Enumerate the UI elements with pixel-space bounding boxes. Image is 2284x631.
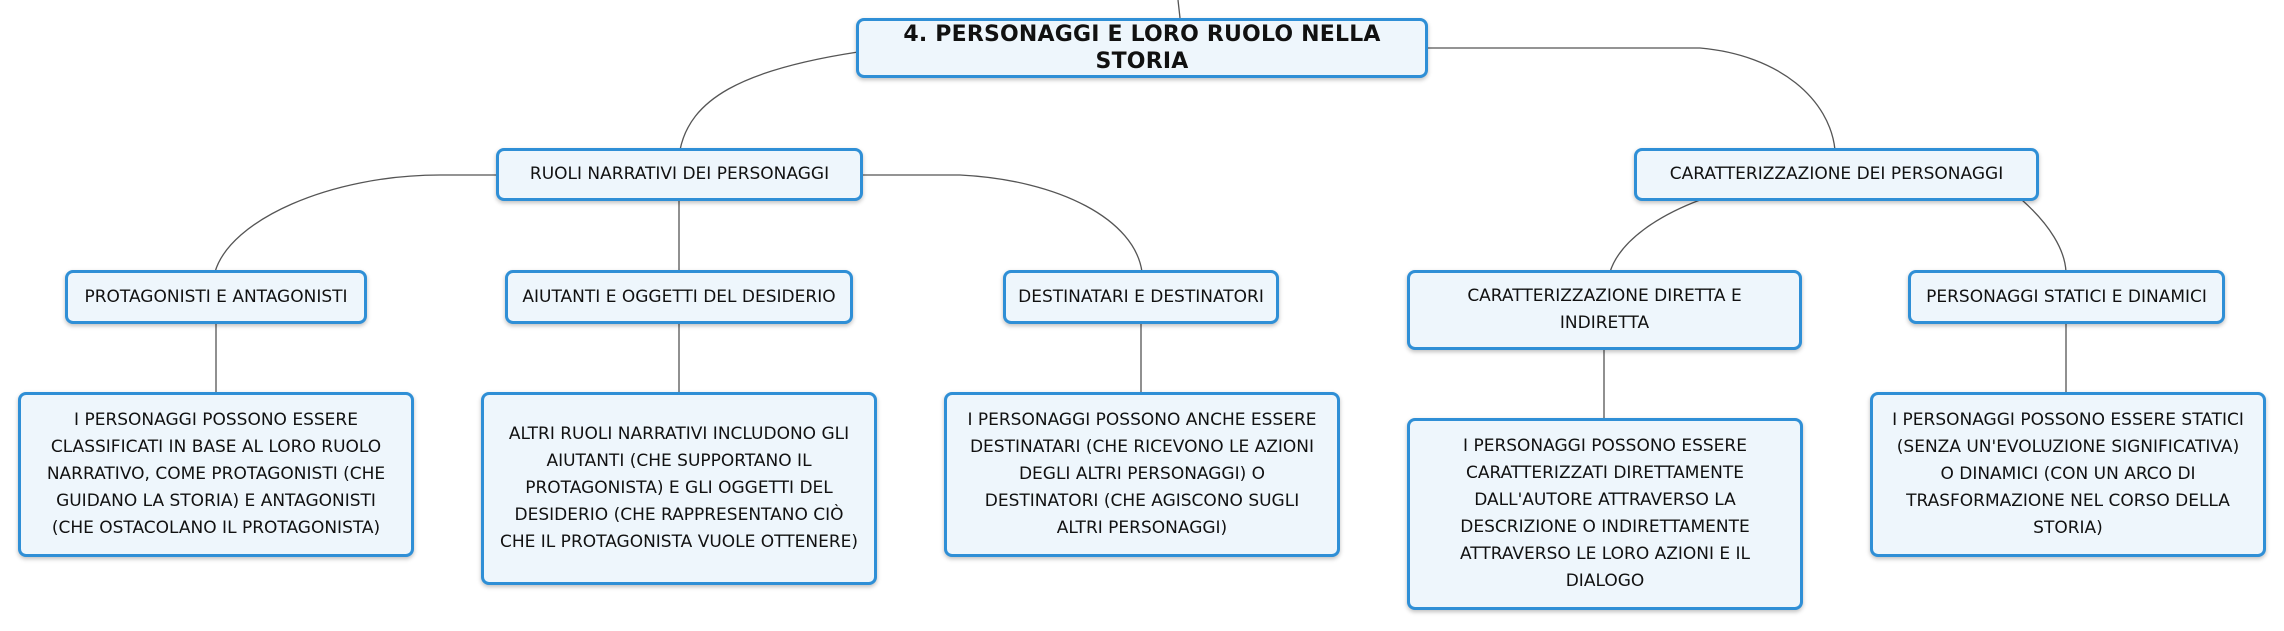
note-aiutanti[interactable]: ALTRI RUOLI NARRATIVI INCLUDONO GLI AIUT…: [481, 392, 877, 585]
topic-destinatari-destinatori[interactable]: DESTINATARI E DESTINATORI: [1003, 270, 1279, 324]
root-topic[interactable]: 4. PERSONAGGI E LORO RUOLO NELLA STORIA: [856, 18, 1428, 78]
topic-protagonisti-antagonisti-label: PROTAGONISTI E ANTAGONISTI: [84, 286, 348, 307]
topic-caratterizzazione-diretta[interactable]: CARATTERIZZAZIONE DIRETTA E INDIRETTA: [1407, 270, 1802, 350]
topic-caratterizzazione-diretta-label: CARATTERIZZAZIONE DIRETTA E INDIRETTA: [1467, 286, 1742, 333]
connector-carat-statici: [2021, 199, 2067, 273]
note-destinatari[interactable]: I PERSONAGGI POSSONO ANCHE ESSERE DESTIN…: [944, 392, 1340, 557]
note-protagonisti[interactable]: I PERSONAGGI POSSONO ESSERE CLASSIFICATI…: [18, 392, 414, 557]
connector-root-top: [1177, 0, 1181, 19]
topic-caratterizzazione[interactable]: CARATTERIZZAZIONE DEI PERSONAGGI: [1634, 148, 2039, 201]
topic-statici-dinamici-label: PERSONAGGI STATICI E DINAMICI: [1926, 286, 2207, 307]
note-protagonisti-text: I PERSONAGGI POSSONO ESSERE CLASSIFICATI…: [46, 410, 386, 538]
topic-destinatari-destinatori-label: DESTINATARI E DESTINATORI: [1018, 286, 1264, 307]
note-statici[interactable]: I PERSONAGGI POSSONO ESSERE STATICI (SEN…: [1870, 392, 2266, 557]
topic-aiutanti-oggetti-label: AIUTANTI E OGGETTI DEL DESIDERIO: [522, 286, 836, 307]
note-statici-text: I PERSONAGGI POSSONO ESSERE STATICI (SEN…: [1892, 410, 2244, 538]
connector-ruoli-protagonisti: [214, 174, 497, 273]
connector-carat-diretta: [1609, 199, 1701, 273]
connector-ruoli-destinatari: [862, 174, 1143, 273]
root-topic-label: 4. PERSONAGGI E LORO RUOLO NELLA STORIA: [903, 22, 1381, 74]
topic-ruoli-narrativi-label: RUOLI NARRATIVI DEI PERSONAGGI: [529, 164, 830, 184]
note-aiutanti-text: ALTRI RUOLI NARRATIVI INCLUDONO GLI AIUT…: [500, 424, 859, 552]
note-caratterizzazione[interactable]: I PERSONAGGI POSSONO ESSERE CARATTERIZZA…: [1407, 418, 1803, 610]
topic-protagonisti-antagonisti[interactable]: PROTAGONISTI E ANTAGONISTI: [65, 270, 367, 324]
note-destinatari-text: I PERSONAGGI POSSONO ANCHE ESSERE DESTIN…: [967, 410, 1317, 538]
topic-caratterizzazione-label: CARATTERIZZAZIONE DEI PERSONAGGI: [1669, 164, 2004, 184]
topic-aiutanti-oggetti[interactable]: AIUTANTI E OGGETTI DEL DESIDERIO: [505, 270, 853, 324]
connector-root-caratterizzazione: [1427, 47, 1836, 151]
note-caratterizzazione-text: I PERSONAGGI POSSONO ESSERE CARATTERIZZA…: [1459, 436, 1751, 591]
topic-ruoli-narrativi[interactable]: RUOLI NARRATIVI DEI PERSONAGGI: [496, 148, 863, 201]
connector-root-ruoli: [679, 51, 859, 151]
topic-statici-dinamici[interactable]: PERSONAGGI STATICI E DINAMICI: [1908, 270, 2225, 324]
